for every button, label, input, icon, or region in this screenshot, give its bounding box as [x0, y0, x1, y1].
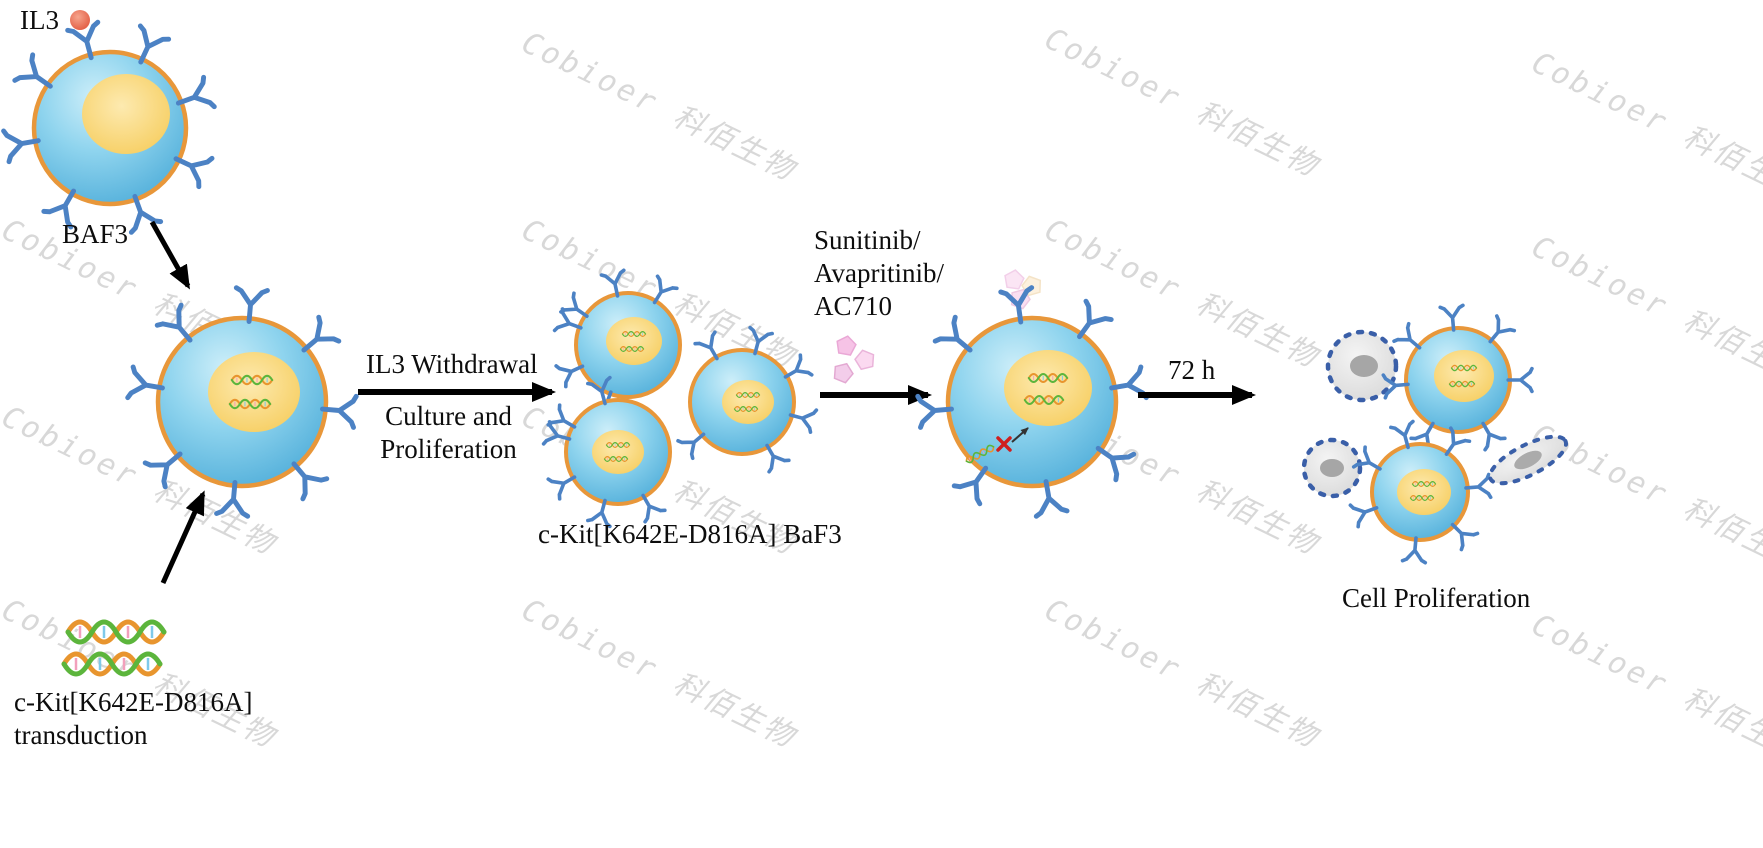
- dead-cell: [1301, 437, 1363, 499]
- dead-cell-elongated: [1487, 434, 1569, 486]
- cell-proliferation-label: Cell Proliferation: [1342, 583, 1531, 613]
- duration-label: 72 h: [1168, 355, 1216, 385]
- drug-molecule-icon: [834, 333, 858, 357]
- cell-nucleus: [722, 380, 774, 424]
- transduction-line2: transduction: [14, 720, 148, 750]
- drug-molecule-cluster: [1002, 268, 1045, 311]
- cell-nucleus: [82, 74, 170, 154]
- treated-cell: [918, 288, 1147, 517]
- arrow-transduction: [160, 490, 206, 585]
- drug-line2: Avapritinib/: [814, 258, 944, 288]
- dead-cell: [1325, 329, 1399, 403]
- baf3-cell: [4, 22, 215, 232]
- il3-withdrawal-label: IL3 Withdrawal: [366, 349, 538, 379]
- transduction-label: c-Kit[K642E-D816A] transduction: [14, 686, 252, 752]
- drug-names-label: Sunitinib/ Avapritinib/ AC710: [814, 224, 944, 323]
- cluster-cell-bottom-left: [541, 375, 672, 529]
- dead-cell-nucleus: [1320, 459, 1344, 477]
- transduced-cell: [128, 288, 357, 516]
- ckit-baf3-label: c-Kit[K642E-D816A] BaF3: [538, 519, 842, 549]
- dead-cell-nucleus: [1350, 355, 1378, 377]
- drug-line3: AC710: [814, 291, 893, 321]
- il3-ligand-icon: [70, 10, 90, 30]
- cluster-cell-right: [676, 325, 819, 474]
- receptor-icon: [1506, 366, 1534, 394]
- cell-nucleus: [1004, 350, 1092, 426]
- baf3-label: BAF3: [62, 219, 129, 249]
- culture-proliferation-label: Culture and Proliferation: [366, 400, 531, 466]
- cell-nucleus: [1397, 469, 1451, 515]
- drug-line1: Sunitinib/: [814, 225, 921, 255]
- cell-nucleus: [592, 430, 644, 474]
- drug-molecule-icon: [830, 359, 857, 385]
- signal-blocked-arrow: [1011, 427, 1029, 443]
- cell-nucleus: [606, 317, 662, 365]
- surviving-cell: [1381, 303, 1534, 452]
- dna-icon: [64, 654, 160, 674]
- culture-line1: Culture and: [385, 401, 512, 431]
- cluster-cell-top: [552, 268, 682, 421]
- il3-label: IL3: [20, 5, 59, 35]
- surviving-cell: [1348, 419, 1493, 565]
- inhibition-x-icon: [996, 436, 1012, 452]
- dna-icon: [68, 622, 164, 642]
- transduction-line1: c-Kit[K642E-D816A]: [14, 687, 253, 717]
- drug-molecule-icon: [852, 347, 877, 371]
- cell-nucleus: [208, 352, 300, 432]
- arrow-baf3-to-transduced: [149, 220, 191, 290]
- cell-nucleus: [1434, 350, 1494, 402]
- culture-line2: Proliferation: [380, 434, 517, 464]
- dead-cell-nucleus: [1514, 450, 1542, 470]
